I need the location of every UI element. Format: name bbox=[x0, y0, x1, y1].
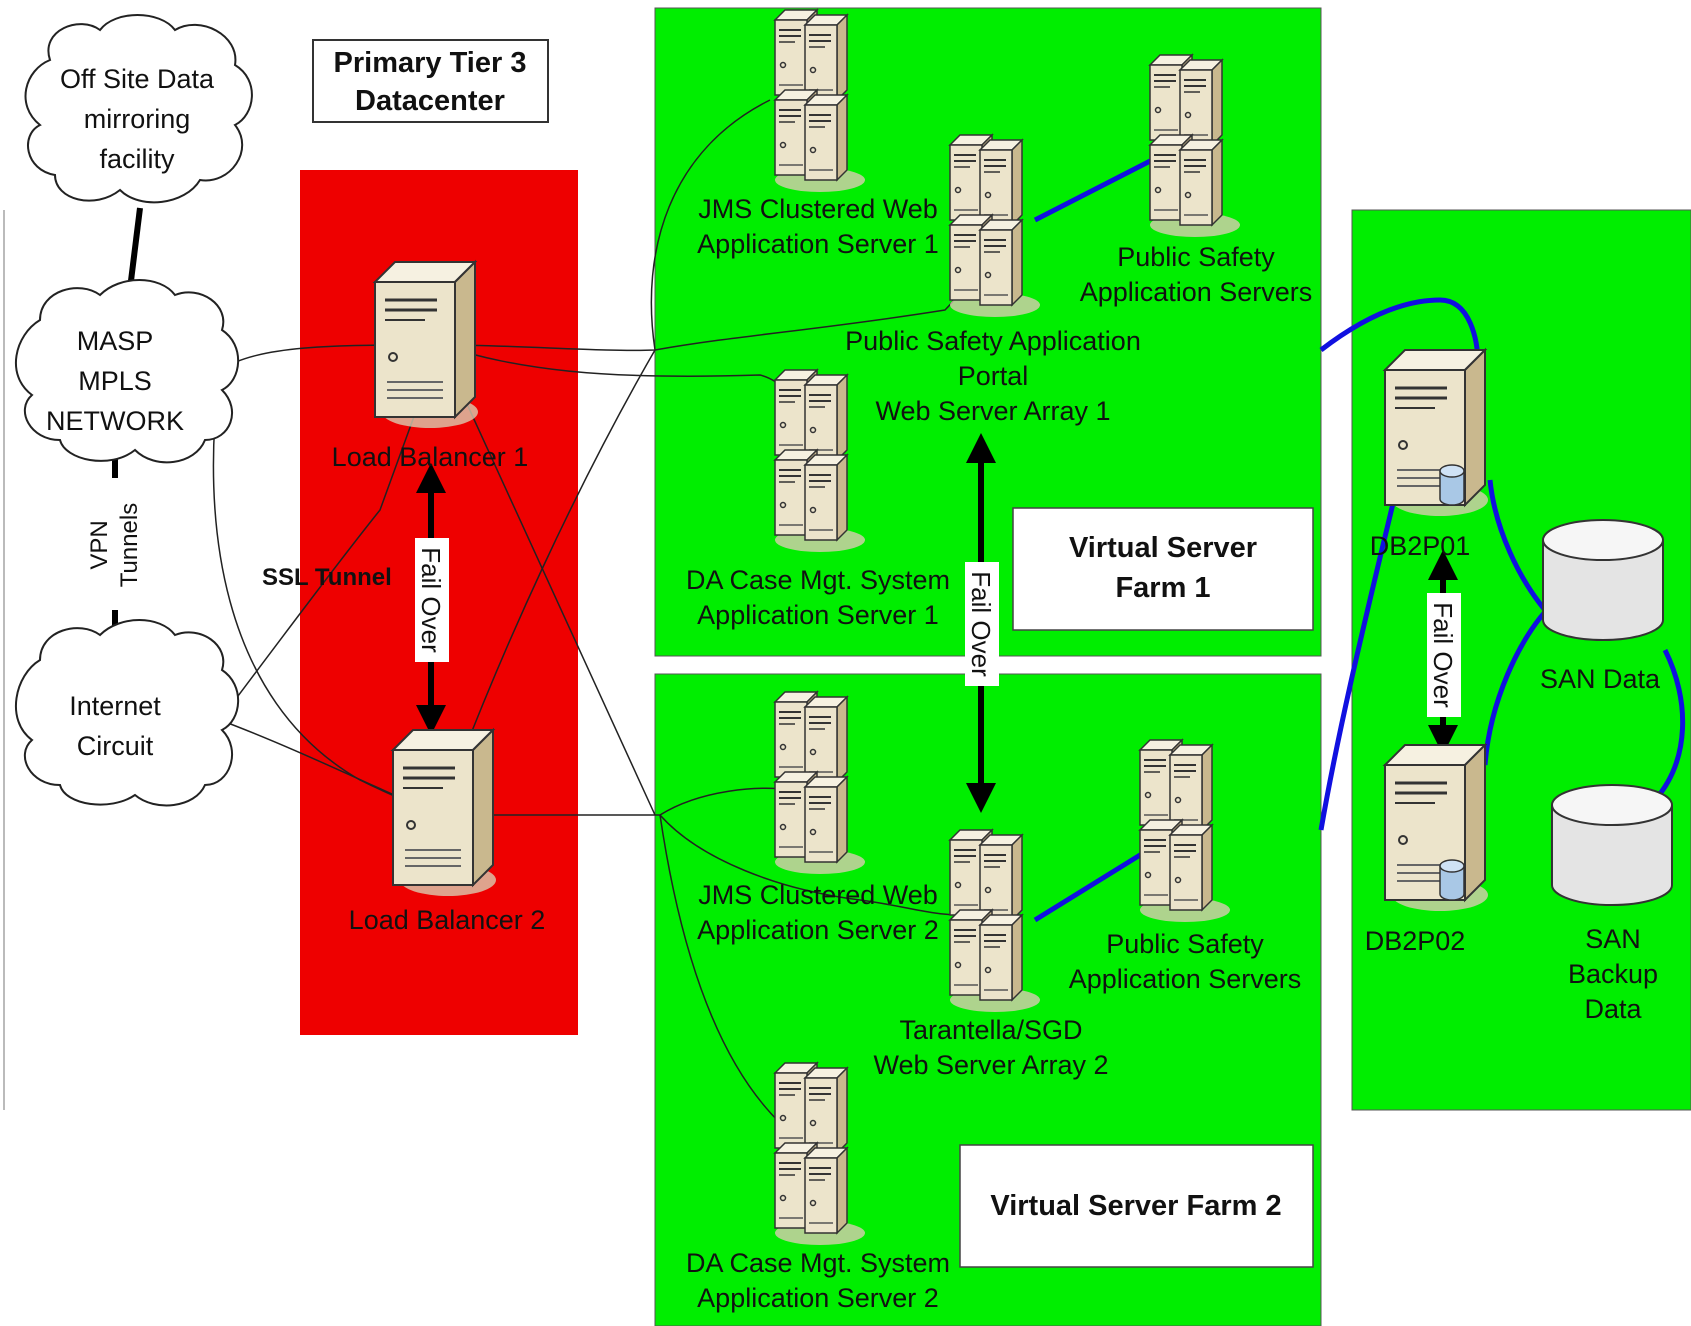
farm2-labels: JMS Clustered Web Application Server 2 P… bbox=[686, 880, 1301, 1313]
da1-label-1: DA Case Mgt. System bbox=[686, 565, 950, 595]
farm2-title: Virtual Server Farm 2 bbox=[990, 1190, 1281, 1222]
vpn-tunnels-label: VPN Tunnels bbox=[86, 503, 143, 588]
portal-label-3: Web Server Array 1 bbox=[875, 396, 1110, 426]
fail-over-label-db: Fail Over bbox=[1427, 593, 1461, 717]
masp-label-1: MASP bbox=[77, 326, 154, 356]
lb1-label: Load Balancer 1 bbox=[332, 442, 529, 472]
tarantella-label-2: Web Server Array 2 bbox=[873, 1050, 1108, 1080]
cloud-internet: Internet Circuit bbox=[15, 619, 240, 807]
psas1-label-2: Application Servers bbox=[1080, 277, 1313, 307]
jms1-label-2: Application Server 1 bbox=[697, 229, 939, 259]
masp-label-2: MPLS bbox=[78, 366, 152, 396]
jms1-label-1: JMS Clustered Web bbox=[698, 194, 938, 224]
ssl-tunnel-label: SSL Tunnel bbox=[262, 564, 392, 591]
db2p02-server: DB2P02 bbox=[1365, 743, 1490, 956]
db1-label: DB2P01 bbox=[1370, 531, 1471, 561]
vpn-label-1: VPN bbox=[86, 520, 113, 569]
psas1-label-1: Public Safety bbox=[1117, 242, 1275, 272]
offsite-label-1: Off Site Data bbox=[60, 64, 215, 94]
psas2-label-2: Application Servers bbox=[1069, 964, 1302, 994]
internet-label-2: Circuit bbox=[77, 731, 154, 761]
fail-over-label-lb: Fail Over bbox=[415, 538, 449, 662]
jms2-label-1: JMS Clustered Web bbox=[698, 880, 938, 910]
san-backup-label-2: Backup bbox=[1568, 959, 1658, 989]
title-line2: Datacenter bbox=[355, 85, 505, 117]
title-line1: Primary Tier 3 bbox=[334, 47, 527, 79]
farm1-title-box: Virtual Server Farm 1 bbox=[1012, 507, 1314, 631]
jms2-label-2: Application Server 2 bbox=[697, 915, 939, 945]
farm1-labels: JMS Clustered Web Application Server 1 P… bbox=[686, 194, 1312, 630]
cloud-masp: MASP MPLS NETWORK bbox=[15, 279, 240, 464]
internet-label-1: Internet bbox=[69, 691, 161, 721]
tarantella-label-1: Tarantella/SGD bbox=[899, 1015, 1082, 1045]
san-backup-label-3: Data bbox=[1584, 994, 1642, 1024]
farm1-title-1: Virtual Server bbox=[1069, 532, 1257, 564]
san-backup-label-1: SAN bbox=[1585, 924, 1641, 954]
vpn-label-2: Tunnels bbox=[116, 503, 143, 588]
fail-over-text-farm: Fail Over bbox=[966, 571, 996, 677]
fail-over-text-db: Fail Over bbox=[1428, 602, 1458, 708]
fail-over-text-lb: Fail Over bbox=[416, 547, 446, 653]
farm1-title-2: Farm 1 bbox=[1115, 572, 1210, 604]
san-data-label: SAN Data bbox=[1540, 664, 1661, 694]
cloud-offsite: Off Site Data mirroring facility bbox=[24, 14, 253, 204]
db2-label: DB2P02 bbox=[1365, 926, 1466, 956]
lb2-label: Load Balancer 2 bbox=[349, 905, 546, 935]
blue-links bbox=[1033, 152, 1686, 923]
portal-label-1: Public Safety Application bbox=[845, 326, 1141, 356]
offsite-label-3: facility bbox=[99, 144, 175, 174]
portal-label-2: Portal bbox=[958, 361, 1029, 391]
load-balancer-1: Load Balancer 1 bbox=[332, 260, 529, 472]
san-data-icon: SAN Data bbox=[1540, 519, 1664, 694]
psas2-label-1: Public Safety bbox=[1106, 929, 1264, 959]
fail-over-label-farm: Fail Over bbox=[965, 562, 999, 686]
da1-label-2: Application Server 1 bbox=[697, 600, 939, 630]
load-balancer-2: Load Balancer 2 bbox=[349, 728, 546, 935]
masp-label-3: NETWORK bbox=[46, 406, 184, 436]
datacenter-title: Primary Tier 3 Datacenter bbox=[312, 39, 549, 123]
offsite-label-2: mirroring bbox=[84, 104, 191, 134]
farm2-title-box: Virtual Server Farm 2 bbox=[959, 1144, 1314, 1268]
db2p01-server: DB2P01 bbox=[1370, 348, 1490, 561]
da2-label-2: Application Server 2 bbox=[697, 1283, 939, 1313]
da2-label-1: DA Case Mgt. System bbox=[686, 1248, 950, 1278]
san-backup-icon: SAN Backup Data bbox=[1551, 784, 1673, 1024]
